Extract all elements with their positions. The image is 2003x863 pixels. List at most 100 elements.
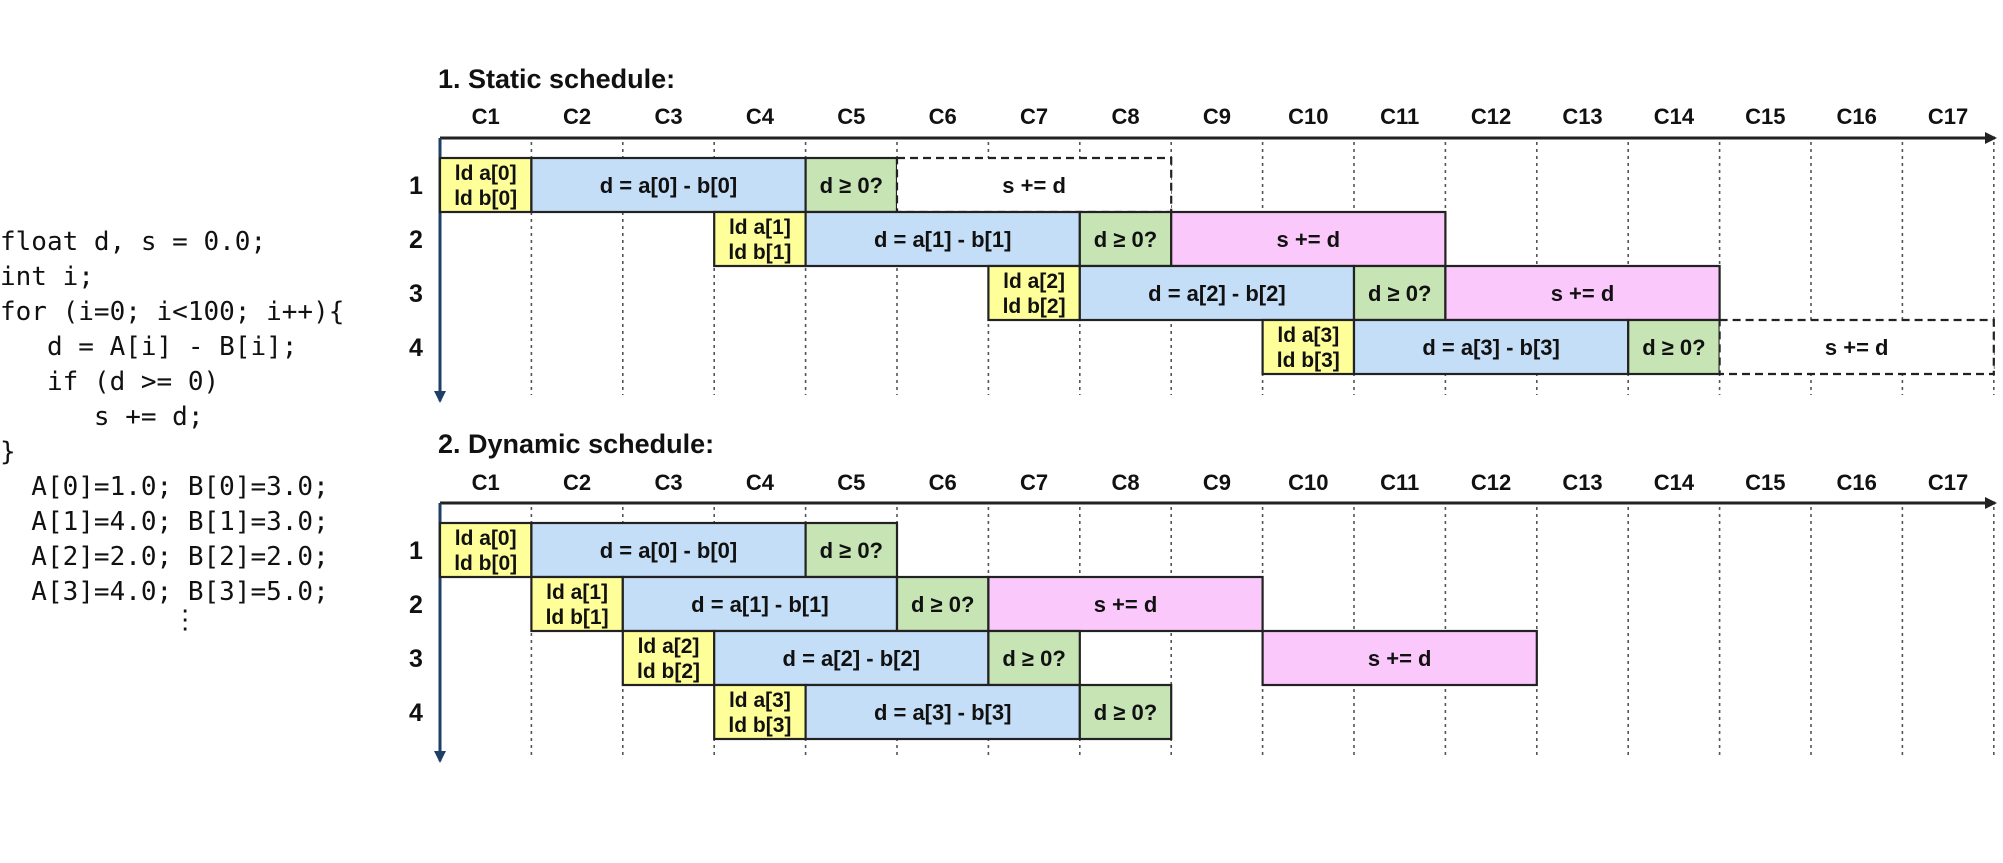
block-rect bbox=[804, 210, 1081, 268]
block-label: d = a[2] - b[2] bbox=[783, 646, 921, 671]
cycle-label: C3 bbox=[654, 470, 682, 495]
iteration-row-label: 2 bbox=[409, 226, 423, 254]
code-ellipsis: ⋮ bbox=[0, 605, 198, 635]
block-rect bbox=[1170, 210, 1447, 268]
cycle-label: C14 bbox=[1654, 104, 1695, 129]
block-label: ld b[0] bbox=[454, 552, 517, 575]
code-line: d = A[i] - B[i]; bbox=[0, 332, 297, 362]
cycle-label: C14 bbox=[1654, 470, 1695, 495]
cycle-label: C15 bbox=[1745, 470, 1785, 495]
block-label: ld b[1] bbox=[546, 606, 609, 629]
block-rect bbox=[1444, 264, 1721, 322]
cycle-label: C8 bbox=[1111, 104, 1139, 129]
block-rect bbox=[804, 156, 899, 214]
cycle-label: C11 bbox=[1380, 104, 1419, 129]
block-rect bbox=[1078, 683, 1173, 741]
iteration-row-label: 2 bbox=[409, 591, 423, 619]
block-rect bbox=[438, 156, 533, 214]
acc-block: s += d bbox=[1444, 264, 1721, 322]
cycle-label: C13 bbox=[1562, 104, 1602, 129]
block-label: d = a[2] - b[2] bbox=[1148, 281, 1286, 306]
block-rect bbox=[1078, 264, 1356, 322]
acc-block: s += d bbox=[1261, 629, 1538, 687]
block-label: s += d bbox=[1277, 227, 1341, 252]
code-line: float d, s = 0.0; bbox=[0, 227, 266, 257]
sub-block: d = a[3] - b[3] bbox=[1352, 318, 1630, 376]
block-label: d ≥ 0? bbox=[820, 173, 883, 198]
block-label: ld b[3] bbox=[1277, 349, 1340, 372]
sub-block: d = a[2] - b[2] bbox=[1078, 264, 1356, 322]
block-label: ld b[0] bbox=[454, 187, 517, 210]
code-line: if (d >= 0) bbox=[0, 367, 219, 397]
cycle-label: C11 bbox=[1380, 470, 1419, 495]
block-label: d ≥ 0? bbox=[1094, 227, 1157, 252]
cycle-label: C9 bbox=[1203, 104, 1231, 129]
block-rect bbox=[621, 575, 899, 633]
cycle-label: C7 bbox=[1020, 470, 1048, 495]
code-line: A[1]=4.0; B[1]=3.0; bbox=[0, 507, 329, 537]
iteration-row-label: 1 bbox=[409, 537, 423, 565]
cycle-label: C12 bbox=[1471, 470, 1511, 495]
static-schedule-title: 1. Static schedule: bbox=[438, 64, 675, 94]
block-rect bbox=[713, 210, 807, 268]
block-label: d = a[1] - b[1] bbox=[874, 227, 1012, 252]
block-rect bbox=[530, 575, 624, 633]
block-label: d ≥ 0? bbox=[1094, 700, 1157, 725]
cycle-label: C10 bbox=[1288, 104, 1328, 129]
block-label: ld b[1] bbox=[728, 241, 791, 264]
sub-block: d = a[1] - b[1] bbox=[804, 210, 1081, 268]
code-line: int i; bbox=[0, 262, 94, 292]
acc-block: s += d bbox=[1718, 318, 1995, 376]
cycle-label: C8 bbox=[1111, 470, 1139, 495]
block-label: ld a[3] bbox=[1277, 324, 1339, 347]
block-label: ld a[1] bbox=[546, 581, 608, 604]
block-rect bbox=[987, 575, 1264, 633]
cmp-block: d ≥ 0? bbox=[1078, 683, 1173, 741]
block-label: d ≥ 0? bbox=[911, 592, 974, 617]
block-label: s += d bbox=[1002, 173, 1066, 198]
iteration-row-label: 4 bbox=[409, 334, 423, 362]
block-rect bbox=[1627, 318, 1721, 376]
sub-block: d = a[1] - b[1] bbox=[621, 575, 899, 633]
load-block: ld a[3]ld b[3] bbox=[713, 683, 807, 741]
cycle-label: C6 bbox=[929, 470, 957, 495]
iteration-row-label: 4 bbox=[409, 699, 423, 727]
load-block: ld a[1]ld b[1] bbox=[713, 210, 807, 268]
block-label: s += d bbox=[1825, 335, 1889, 360]
cycle-label: C12 bbox=[1471, 104, 1511, 129]
code-line: A[3]=4.0; B[3]=5.0; bbox=[0, 577, 329, 607]
block-label: d ≥ 0? bbox=[1002, 646, 1065, 671]
block-rect bbox=[1078, 210, 1173, 268]
block-label: ld b[3] bbox=[728, 714, 791, 737]
cmp-block: d ≥ 0? bbox=[895, 575, 990, 633]
iteration-row-label: 1 bbox=[409, 172, 423, 200]
block-rect bbox=[713, 629, 990, 687]
load-block: ld a[3]ld b[3] bbox=[1261, 318, 1356, 376]
block-label: ld b[2] bbox=[1003, 295, 1066, 318]
acc-block: s += d bbox=[1170, 210, 1447, 268]
block-label: d = a[1] - b[1] bbox=[691, 592, 829, 617]
cmp-block: d ≥ 0? bbox=[1352, 264, 1447, 322]
cycle-label: C16 bbox=[1837, 470, 1877, 495]
cmp-block: d ≥ 0? bbox=[1627, 318, 1721, 376]
block-label: ld a[1] bbox=[729, 216, 791, 239]
block-label: ld a[2] bbox=[1003, 270, 1065, 293]
code-listing: float d, s = 0.0; int i; for (i=0; i<100… bbox=[0, 227, 344, 635]
dynamic-schedule-title: 2. Dynamic schedule: bbox=[438, 429, 714, 459]
cycle-label: C4 bbox=[746, 104, 775, 129]
iteration-row-label: 3 bbox=[409, 645, 423, 673]
block-rect bbox=[987, 629, 1081, 687]
sub-block: d = a[0] - b[0] bbox=[530, 156, 807, 214]
code-line: A[0]=1.0; B[0]=3.0; bbox=[0, 472, 329, 502]
load-block: ld a[0]ld b[0] bbox=[438, 521, 533, 579]
cycle-label: C4 bbox=[746, 470, 775, 495]
acc-block: s += d bbox=[895, 156, 1173, 214]
block-label: ld b[2] bbox=[637, 660, 700, 683]
code-line: s += d; bbox=[0, 402, 204, 432]
code-line: for (i=0; i<100; i++){ bbox=[0, 297, 344, 327]
cycle-label: C9 bbox=[1203, 470, 1231, 495]
block-label: d ≥ 0? bbox=[1368, 281, 1431, 306]
block-label: ld a[3] bbox=[729, 689, 791, 712]
